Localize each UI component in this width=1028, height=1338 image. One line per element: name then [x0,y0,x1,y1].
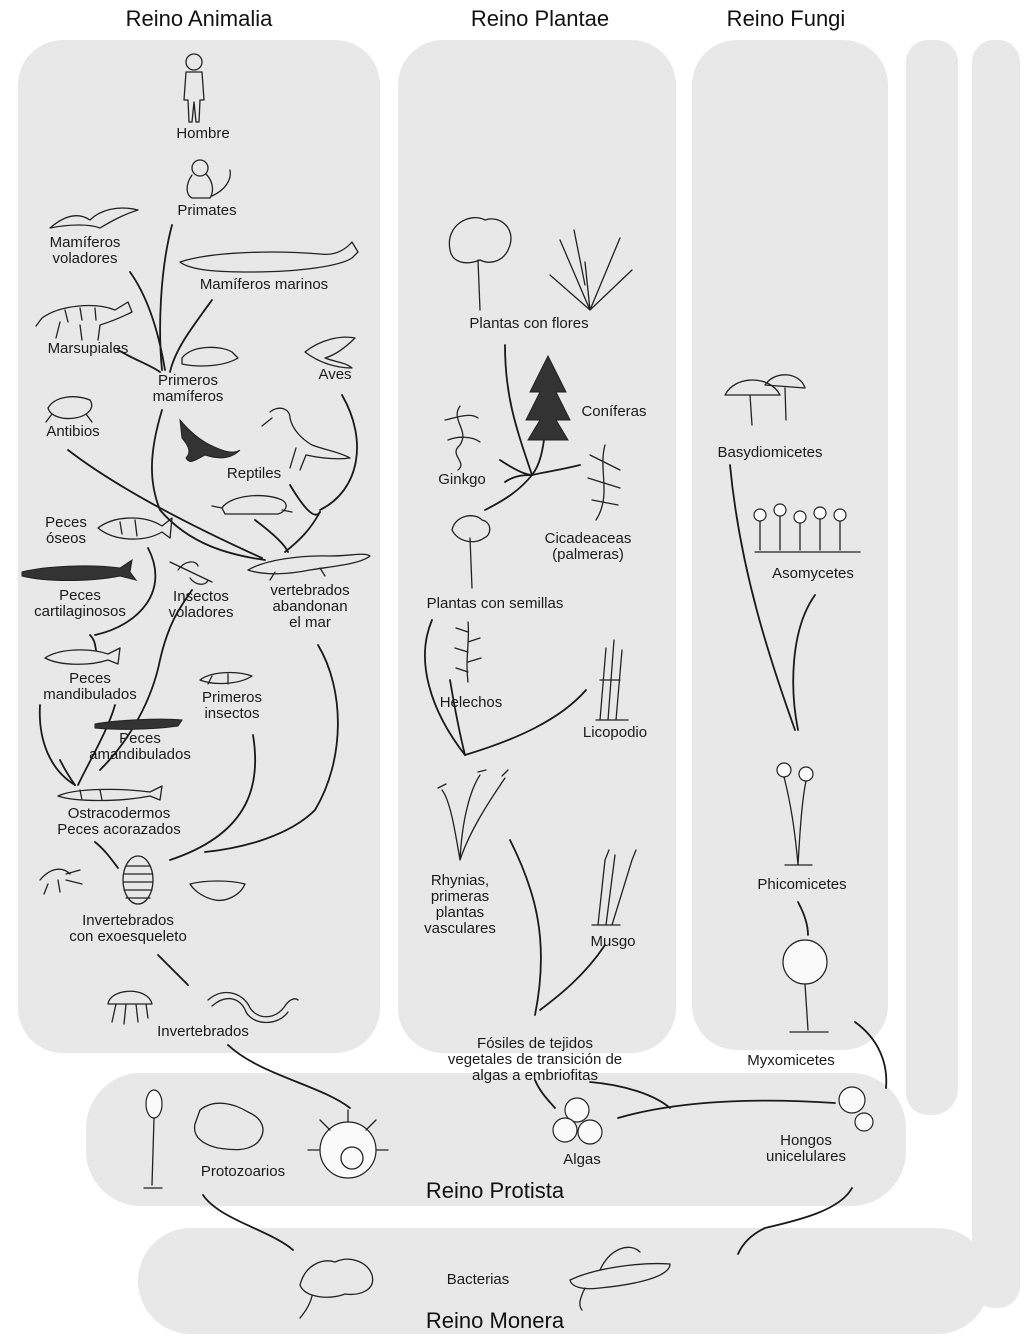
jellyfish-icon [108,991,152,1024]
jawless-fish-icon [95,719,182,729]
label-asomycetes: Asomycetes [772,566,854,582]
whale-icon [180,242,358,272]
label-marsupiales: Marsupiales [48,341,129,357]
shark-icon [22,560,136,581]
label-hombre: Hombre [176,126,229,142]
label-plantas-con-semillas: Plantas con semillas [427,596,564,612]
conifer-icon [526,356,570,440]
worm-icon [208,992,298,1022]
rhynia-icon [438,770,508,860]
label-licopodio: Licopodio [583,725,647,741]
early-mammal-icon [182,347,238,366]
title-plantae: Reino Plantae [471,7,609,31]
ginkgo-icon [445,406,480,470]
label-algas: Algas [563,1152,601,1168]
amphibian-icon [46,397,92,422]
bacterium-cluster-icon [300,1259,373,1318]
dinosaur-icon [262,408,350,470]
flying-insect-icon [170,562,212,584]
mushroom-icon [725,375,805,425]
label-basydiomicetes: Basydiomicetes [717,445,822,461]
tetrapod-icon [248,554,370,580]
armored-fish-icon [58,786,162,801]
seed-plant-icon [452,516,490,588]
label-aves: Aves [318,367,351,383]
label-musgo: Musgo [590,934,635,950]
label-antibios: Antibios [46,424,99,440]
reptile-icon [180,420,240,461]
phycomycete-icon [777,763,813,865]
label-mamiferos-marinos: Mamíferos marinos [200,277,328,293]
label-bacterias: Bacterias [447,1272,510,1288]
title-animalia: Reino Animalia [126,7,273,31]
radiolarian-icon [308,1110,388,1178]
ascomycete-icon [754,504,860,552]
title-protista: Reino Protista [426,1179,564,1203]
cycad-icon [588,445,620,520]
organism-drawings [22,54,873,1318]
bird-icon [305,337,355,368]
grass-plant-icon [550,230,632,310]
title-monera: Reino Monera [426,1309,564,1333]
label-invertebrados: Invertebrados [157,1024,249,1040]
human-icon [184,54,204,122]
title-fungi: Reino Fungi [727,7,846,31]
shell-icon [190,881,245,900]
label-reptiles: Reptiles [227,466,281,482]
flowering-tree-icon [449,218,511,310]
early-insect-icon [200,673,252,684]
bony-fish-icon [98,518,172,539]
trilobite-icon [123,856,153,904]
label-cicadeaceas: Cicadeaceas(palmeras) [545,531,632,563]
yeast-icon [839,1087,873,1131]
primate-icon [187,160,230,198]
moss-icon [592,850,636,925]
label-coniferas: Coníferas [581,404,646,420]
alga-cells-icon [553,1098,602,1144]
label-protozoarios: Protozoarios [201,1164,285,1180]
myxomycete-icon [783,940,828,1032]
turtle-icon [212,496,292,514]
label-myxomicetes: Myxomicetes [747,1053,835,1069]
bat-icon [50,208,138,228]
fern-icon [455,622,481,682]
label-ginkgo: Ginkgo [438,472,486,488]
label-helechos: Helechos [440,695,503,711]
stalked-protist-icon [144,1090,162,1188]
label-phicomicetes: Phicomicetes [757,877,846,893]
bacillus-icon [570,1247,670,1310]
label-primates: Primates [177,203,236,219]
jawed-fish-icon [45,648,120,664]
label-plantas-con-flores: Plantas con flores [469,316,588,332]
amoeba-icon [195,1103,263,1149]
lycopod-icon [596,640,628,720]
marsupial-icon [36,302,132,340]
crustacean-icon [40,869,82,894]
